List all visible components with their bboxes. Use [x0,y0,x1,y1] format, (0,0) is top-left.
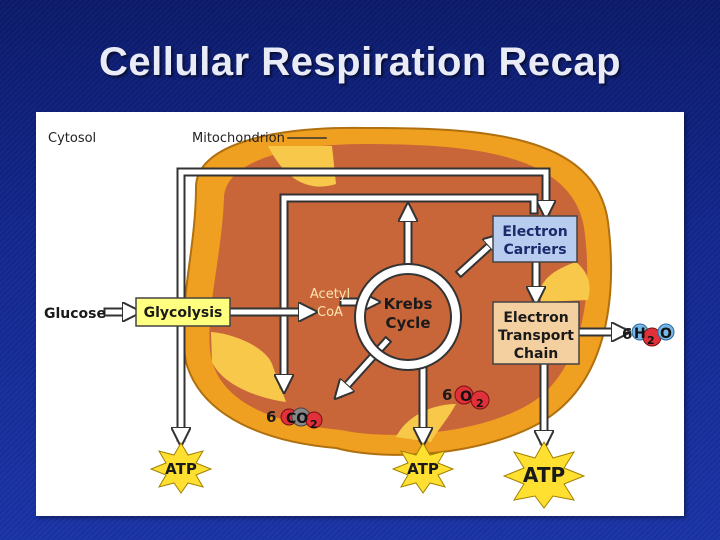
slide-title: Cellular Respiration Recap [98,40,622,84]
acetyl-label-1: Acetyl [310,287,350,302]
h2o-h: H [634,326,646,342]
o2-coef: 6 [442,386,452,404]
o2-formula: O [460,389,472,405]
glucose-label: Glucose [44,306,106,322]
o2-molecule: 6 O 2 [442,385,490,410]
co2-formula: CO [286,411,308,427]
acetyl-label-2: CoA [317,305,343,320]
crista-3 [211,332,286,402]
atp-label-2: ATP [407,460,439,478]
h2o-o: O [660,326,672,342]
atp-glycolysis: ATP [149,442,213,494]
carriers-label-1: Electron [502,224,567,240]
atp-krebs: ATP [391,442,455,494]
diagram-svg: Krebs Cycle Cytosol Mitochondrion Glucos… [44,126,675,509]
atp-label-3: ATP [523,463,565,487]
atp-etc: ATP [502,440,586,509]
cytosol-label: Cytosol [48,131,96,146]
h2o-coef: 6 [622,325,632,343]
etc-label-1: Electron [503,310,568,326]
respiration-diagram: Krebs Cycle Cytosol Mitochondrion Glucos… [36,112,684,516]
h2o-molecule: 6 H 2 O [622,323,675,347]
krebs-label-2: Cycle [386,314,431,332]
crista-2 [539,262,590,302]
h2o-sub: 2 [647,334,655,347]
atp-label-1: ATP [165,460,197,478]
co2-sub: 2 [310,418,318,431]
krebs-cycle: Krebs Cycle [354,263,462,371]
glycolysis-box: Glycolysis [135,297,231,327]
etc-label-2: Transport [498,328,574,344]
co2-molecule: 6 CO 2 [266,407,323,431]
electron-carriers-box: Electron Carriers [492,215,578,263]
etc-label-3: Chain [514,346,558,362]
carriers-label-2: Carriers [503,242,566,258]
electron-transport-chain-box: Electron Transport Chain [492,301,580,365]
o2-sub: 2 [476,397,484,410]
co2-coef: 6 [266,408,276,426]
krebs-label-1: Krebs [384,295,433,313]
glycolysis-label: Glycolysis [144,305,223,321]
mitochondrion-label: Mitochondrion [192,131,285,146]
